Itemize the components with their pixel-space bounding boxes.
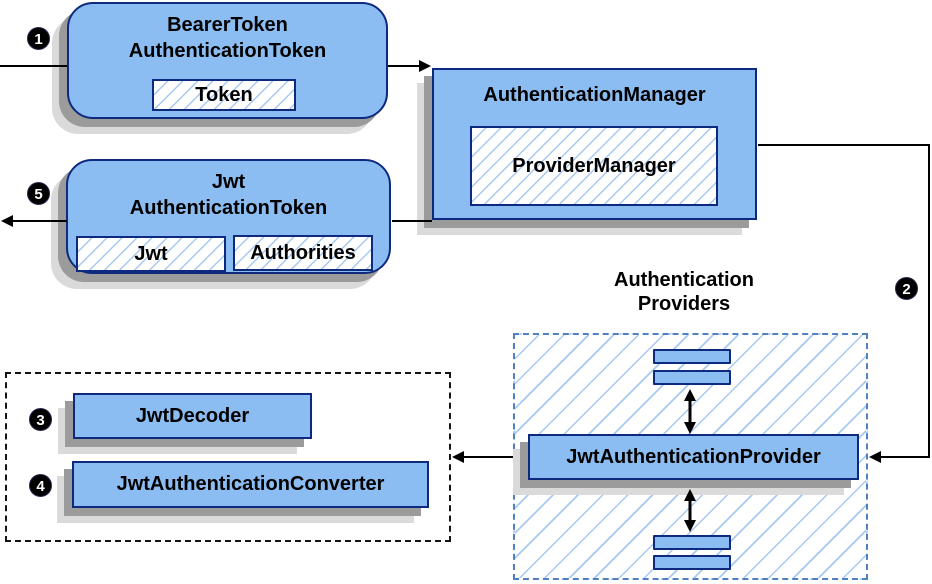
jwt-authentication-converter-box: JwtAuthenticationConverter [72, 461, 429, 508]
bearer-token-authentication-token-title: BearerToken AuthenticationToken [128, 14, 327, 62]
authorities-field: Authorities [233, 235, 373, 271]
provider-bar-top-2 [653, 370, 731, 385]
provider-bar-bottom-1 [653, 535, 731, 550]
authentication-providers-label: Authentication Providers [614, 269, 754, 315]
step-badge-5: 5 [27, 182, 50, 205]
jwt-field: Jwt [76, 236, 226, 272]
arrowhead-into-jwt-authentication-provider [869, 451, 881, 463]
arrowhead-step5-left [1, 215, 13, 227]
step-badge-2: 2 [895, 277, 918, 300]
provider-bar-bottom-2 [653, 555, 731, 570]
provider-manager-box: ProviderManager [470, 126, 718, 206]
token-field: Token [152, 79, 296, 111]
provider-bar-top-1 [653, 349, 731, 364]
arrowhead-into-resolver-group [452, 451, 464, 463]
arrowhead-into-authentication-manager [419, 60, 431, 72]
jwt-resolver-group-box [5, 372, 451, 542]
authentication-manager-title: AuthenticationManager [483, 84, 706, 106]
step-badge-4: 4 [29, 474, 52, 497]
step-badge-3: 3 [29, 408, 52, 431]
step-badge-1: 1 [27, 27, 50, 50]
jwt-authentication-provider-box: JwtAuthenticationProvider [528, 434, 859, 480]
jwt-decoder-box: JwtDecoder [73, 393, 312, 439]
bearer-token-authentication-token-box [67, 2, 388, 119]
jwt-authentication-token-title: Jwt AuthenticationToken [129, 171, 328, 219]
